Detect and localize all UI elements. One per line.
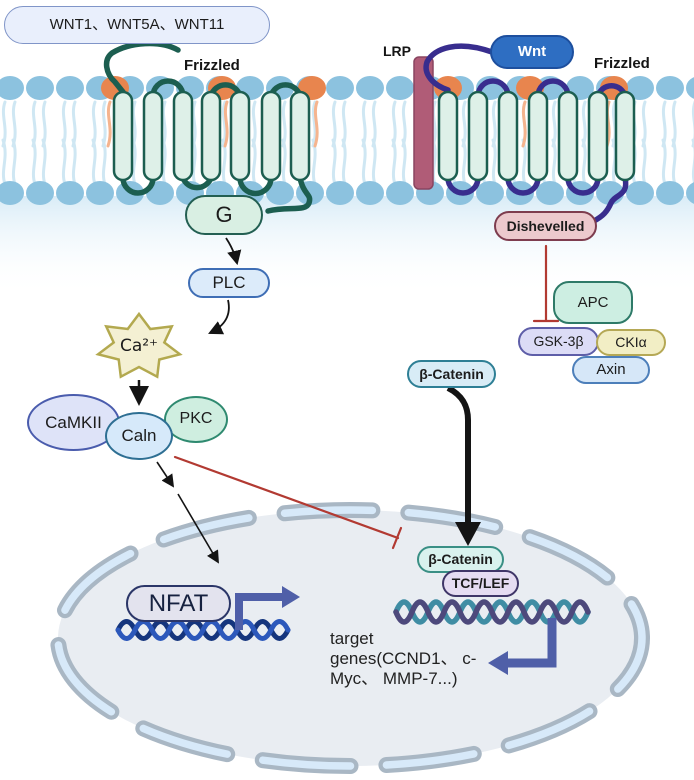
- arrow-g-to-plc: [225, 237, 242, 266]
- wnt-pill: Wnt: [490, 35, 574, 69]
- dna-helix-right: [393, 599, 591, 625]
- calcium-star-shape: [95, 311, 183, 379]
- dna-helix-left: [115, 619, 291, 641]
- gsk3b-pill: GSK-3β: [518, 327, 599, 356]
- plc-pill: PLC: [188, 268, 270, 298]
- g-protein-pill: G: [185, 195, 263, 235]
- nuclear-envelope-inner: [54, 506, 646, 770]
- arrow-plc-to-calcium: [208, 299, 230, 335]
- dishevelled-pill: Dishevelled: [494, 211, 597, 241]
- beta-catenin-cytoplasm-pill: β-Catenin: [407, 360, 496, 388]
- wnt-ligand-tail: [103, 40, 181, 95]
- camkii-ellipse: CaMKII: [27, 394, 120, 451]
- arrow-bcatenin-head: [455, 522, 481, 546]
- lrp-label: LRP: [383, 43, 411, 59]
- arrow-bcatenin-to-nucleus: [446, 385, 471, 522]
- target-genes-text: target genes(CCND1、 c- Myc、 MMP-7...): [330, 629, 477, 689]
- nfat-pill: NFAT: [126, 585, 231, 622]
- inhibition-lines: [173, 244, 560, 550]
- frizzled-receptor-right: [423, 43, 636, 224]
- transcription-arrow-right: [488, 618, 557, 675]
- frizzled-left-label: Frizzled: [184, 57, 240, 74]
- arrow-caln-down-1: [156, 461, 175, 488]
- cki-alpha-pill: CKIα: [596, 329, 666, 356]
- tcf-lef-pill: TCF/LEF: [442, 570, 519, 597]
- axin-pill: Axin: [572, 356, 650, 384]
- frizzled-right-label: Frizzled: [594, 55, 650, 72]
- wnt-lrp-link: [423, 43, 495, 93]
- apc-box: APC: [553, 281, 633, 324]
- transcription-arrow-left: [235, 586, 300, 630]
- arrow-caln-to-nfat: [177, 493, 219, 564]
- g-protein-tail: [265, 175, 313, 214]
- frizzled-receptor-left: [103, 40, 313, 214]
- calcium-label: Ca²⁺: [119, 336, 159, 357]
- beta-catenin-nucleus-pill: β-Catenin: [417, 546, 504, 573]
- inhibit-caln-to-bcatenin: [173, 455, 400, 540]
- wnt-ligands-pill: WNT1、WNT5A、WNT11: [4, 6, 270, 44]
- lrp-receptor-bar: [413, 56, 434, 190]
- dishevelled-tail: [591, 175, 629, 224]
- caln-ellipse: Caln: [105, 412, 173, 460]
- pkc-ellipse: PKC: [164, 396, 228, 443]
- signal-arrows: [129, 237, 481, 564]
